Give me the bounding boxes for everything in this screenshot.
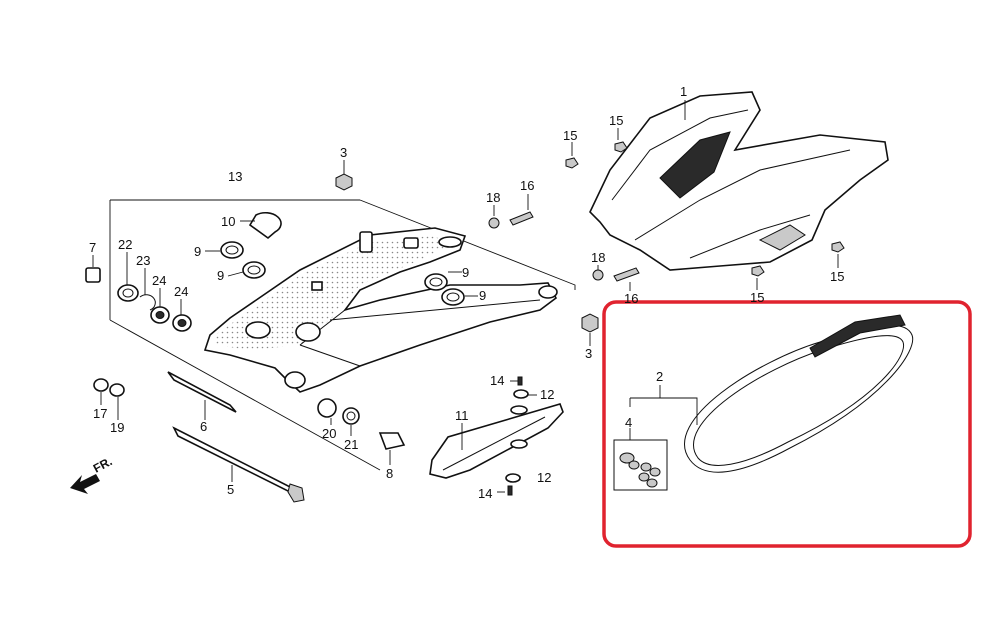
- callout-16a: 16: [520, 178, 534, 193]
- callout-8: 8: [386, 466, 393, 481]
- callout-11: 11: [455, 408, 469, 423]
- callout-3-top: 3: [340, 145, 347, 160]
- callout-9b: 9: [217, 268, 224, 283]
- collar-18-upper-part[interactable]: [488, 217, 500, 229]
- nut-lower-part[interactable]: [581, 313, 599, 333]
- callout-23: 23: [136, 253, 150, 268]
- swingarm-part[interactable]: [203, 227, 558, 393]
- callout-7: 7: [89, 240, 96, 255]
- callout-19: 19: [110, 420, 124, 435]
- callout-15b: 15: [609, 113, 623, 128]
- front-direction-arrow-icon: [70, 474, 100, 494]
- callout-24a: 24: [152, 273, 166, 288]
- callout-17: 17: [93, 406, 107, 421]
- callout-21: 21: [344, 437, 358, 452]
- callout-18a: 18: [486, 190, 500, 205]
- callout-15d: 15: [750, 290, 764, 305]
- callout-5: 5: [227, 482, 234, 497]
- callout-2: 2: [656, 369, 663, 384]
- slider-fasteners[interactable]: [505, 376, 529, 496]
- callout-9a: 9: [194, 244, 201, 259]
- callout-24b: 24: [174, 284, 188, 299]
- callout-12a: 12: [540, 387, 554, 402]
- collar-18-lower-part[interactable]: [592, 269, 604, 281]
- bushing-20-part[interactable]: [317, 398, 337, 418]
- callout-16b: 16: [624, 291, 638, 306]
- collar-6-part[interactable]: [167, 371, 237, 413]
- callout-15a: 15: [563, 128, 577, 143]
- callout-13: 13: [228, 169, 242, 184]
- drive-chain-2-part[interactable]: [684, 314, 914, 473]
- washer-19-part[interactable]: [109, 383, 125, 397]
- hugger-bolts[interactable]: [565, 141, 845, 277]
- callout-9d: 9: [479, 288, 486, 303]
- callout-numbers: 1 2 3 3 4 5 6 7 8 9 9 9 9 10 11 12 12 13…: [89, 84, 844, 501]
- callout-22: 22: [118, 237, 132, 252]
- pivot-shaft-5-part[interactable]: [172, 426, 305, 503]
- callout-3-lower: 3: [585, 346, 592, 361]
- bolt-16-upper-part[interactable]: [509, 211, 534, 226]
- callout-14b: 14: [478, 486, 492, 501]
- callout-15c: 15: [830, 269, 844, 284]
- callout-10: 10: [221, 214, 235, 229]
- front-direction-label: FR.: [91, 454, 115, 475]
- nut-top-part[interactable]: [335, 173, 353, 191]
- callout-6: 6: [200, 419, 207, 434]
- callout-14a: 14: [490, 373, 504, 388]
- seal-21-part[interactable]: [342, 407, 360, 425]
- callout-1: 1: [680, 84, 687, 99]
- swingarm-assembly-group: [85, 160, 576, 503]
- bushing-10-part[interactable]: [248, 211, 282, 240]
- left-bearing-stack[interactable]: [85, 267, 192, 332]
- callout-12b: 12: [537, 470, 551, 485]
- callout-4: 4: [625, 415, 632, 430]
- seal-9-parts[interactable]: [220, 241, 465, 306]
- bolt-16-lower-part[interactable]: [613, 267, 640, 282]
- callout-9c: 9: [462, 265, 469, 280]
- chain-slider-11-part[interactable]: [429, 403, 564, 479]
- washer-17-part[interactable]: [93, 378, 109, 392]
- callout-18b: 18: [591, 250, 605, 265]
- chain-joint-4-part[interactable]: [613, 439, 668, 491]
- rear-hugger-1-part[interactable]: [589, 91, 889, 271]
- chain-highlight-box: [602, 300, 972, 548]
- collar-8-part[interactable]: [378, 432, 406, 450]
- callout-20: 20: [322, 426, 336, 441]
